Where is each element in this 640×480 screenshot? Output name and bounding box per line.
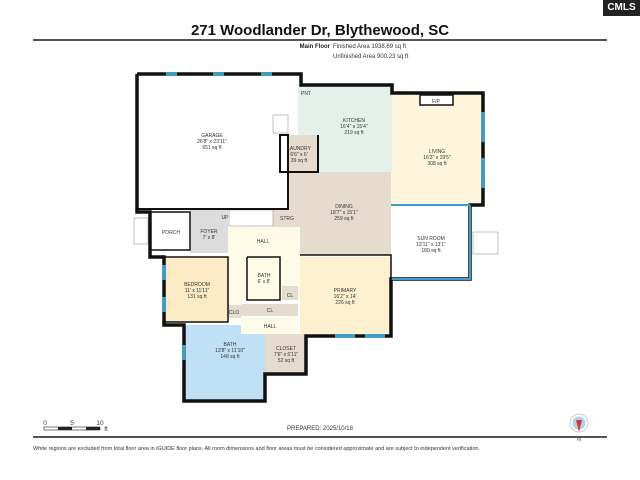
room-name: GARAGE: [201, 133, 223, 139]
room-area: 180 sq ft: [421, 248, 441, 254]
room-foyer: [190, 210, 228, 253]
room-area: 651 sq ft: [202, 145, 222, 151]
room-dims: 7' x 8': [203, 235, 216, 241]
fireplace: [419, 94, 454, 106]
room-dims: 11' x 11'11": [185, 288, 210, 294]
pantry-label: PNT: [301, 91, 311, 97]
clo-label: CLO: [229, 310, 239, 316]
minor-space: [282, 286, 298, 300]
minor-space: [228, 227, 300, 304]
room-name: FOYER: [200, 229, 218, 235]
fireplace-label: F/P: [432, 99, 440, 105]
room-garage: [137, 74, 301, 209]
room-dining: [288, 172, 391, 255]
hall2-label: HALL: [264, 324, 277, 330]
room-dims: 7'6" x 6'11": [274, 352, 298, 358]
unfinished-area: Unfinished Area 900.23 sq ft: [333, 54, 409, 60]
sunroom-steps: [472, 231, 499, 255]
room-dims: 26'8" x 23'11": [197, 139, 227, 145]
compass-north: N: [577, 437, 581, 443]
room-dims: 13'11" x 13'1": [416, 242, 446, 248]
room-dims: 16'2" x 14': [334, 294, 357, 300]
storage-label: STRG: [280, 216, 294, 222]
room-name: DINING: [335, 204, 353, 210]
room-dims: 16'3" x 19'5": [423, 155, 451, 161]
room-bedroom: [164, 257, 228, 322]
minor-space: [150, 212, 190, 250]
closet-small-label: CL: [287, 293, 294, 299]
stairs-up-label: UP: [222, 215, 230, 221]
room-name: KITCHEN: [343, 118, 365, 124]
room-dims: 13'8" x 11'10": [215, 348, 245, 354]
room-name: PRIMARY: [334, 288, 357, 294]
room-name: CLOSET: [276, 346, 296, 352]
page-title: 271 Woodlander Dr, Blythewood, SC: [190, 22, 450, 39]
room-primary: [300, 257, 391, 334]
room-name: BATH: [258, 273, 271, 279]
room-name: SUN ROOM: [417, 236, 445, 242]
room-area: 259 sq ft: [334, 216, 354, 222]
stairs: [228, 209, 274, 227]
room-area: 226 sq ft: [335, 300, 355, 306]
minor-space: [273, 210, 300, 227]
room-name: LIVING: [429, 149, 446, 155]
minor-space: [241, 304, 298, 316]
room-area: 131 sq ft: [187, 294, 207, 300]
minor-space: [241, 317, 298, 334]
porch-label: PORCH: [162, 230, 180, 236]
svg-text:10: 10: [96, 420, 104, 427]
room-kitchen: [298, 85, 392, 172]
room-dims: 6' x 8': [258, 279, 271, 285]
room-dims: 6'6" x 6': [290, 152, 307, 158]
garage-steps: [272, 114, 289, 134]
room-dims: 18'7" x 15'1": [330, 210, 358, 216]
room-bath: [184, 325, 265, 401]
room-area: 308 sq ft: [427, 161, 447, 167]
prepared-date: PREPARED: 2025/10/18: [287, 426, 353, 432]
room-area: 219 sq ft: [344, 130, 364, 136]
disclaimer: White regions are excluded from total fl…: [33, 446, 480, 452]
hall-label: HALL: [257, 239, 270, 245]
room-name: BATH: [224, 342, 237, 348]
room-living: [391, 93, 483, 205]
svg-text:5: 5: [70, 420, 74, 427]
room-dims: 16'4" x 15'4": [340, 124, 368, 130]
closet-bar-label: CL: [267, 308, 274, 314]
room-name: BEDROOM: [184, 282, 210, 288]
scale-bar: 0 5 10 ft: [43, 420, 108, 433]
minor-space: [228, 305, 241, 318]
room-sun-room: [391, 205, 470, 279]
room-closet: [265, 334, 306, 373]
room-area: 148 sq ft: [220, 354, 240, 360]
svg-text:ft: ft: [104, 426, 108, 433]
room-area: 39 sq ft: [291, 158, 308, 164]
room-laundry: [280, 135, 318, 172]
footer-divider: [33, 436, 607, 438]
porch-steps: [133, 217, 149, 245]
floor-label: Main Floor: [299, 44, 330, 50]
svg-text:0: 0: [43, 420, 47, 427]
header-divider: [33, 39, 607, 41]
finished-area: Finished Area 1938.69 sq ft: [333, 44, 407, 50]
room-area: 52 sq ft: [278, 358, 295, 364]
compass: N: [569, 413, 589, 443]
cmls-logo: CMLS: [603, 0, 640, 16]
room-name: LAUNDRY: [287, 146, 311, 152]
